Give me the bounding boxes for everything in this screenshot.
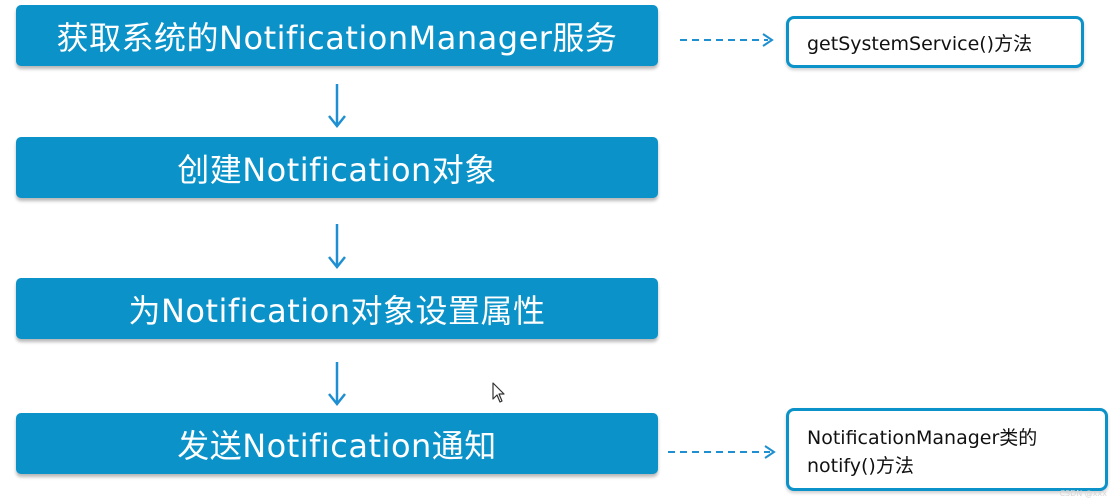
flow-arrow-3	[328, 362, 346, 407]
step-set-properties: 为Notification对象设置属性	[16, 278, 658, 339]
step-label: 为Notification对象设置属性	[128, 291, 546, 330]
step-send-notification: 发送Notification通知	[16, 413, 658, 474]
note-text: getSystemService()方法	[807, 32, 1033, 55]
step-label: 发送Notification通知	[177, 426, 497, 465]
step-get-notification-manager: 获取系统的NotificationManager服务	[16, 5, 658, 66]
dashed-arrow-1	[680, 33, 774, 47]
step-label: 获取系统的NotificationManager服务	[56, 18, 618, 57]
dashed-arrow-2	[668, 445, 776, 459]
step-create-notification: 创建Notification对象	[16, 137, 658, 198]
flow-arrow-1	[328, 84, 346, 129]
note-line-2: notify()方法	[807, 455, 914, 477]
mouse-pointer-icon	[492, 382, 505, 403]
note-line-1: NotificationManager类的	[807, 427, 1038, 449]
note-get-system-service: getSystemService()方法	[786, 16, 1084, 68]
note-notify-method: NotificationManager类的 notify()方法	[786, 408, 1108, 491]
flow-arrow-2	[328, 224, 346, 270]
step-label: 创建Notification对象	[177, 150, 497, 189]
watermark: CSDN @xxx	[1059, 489, 1107, 498]
